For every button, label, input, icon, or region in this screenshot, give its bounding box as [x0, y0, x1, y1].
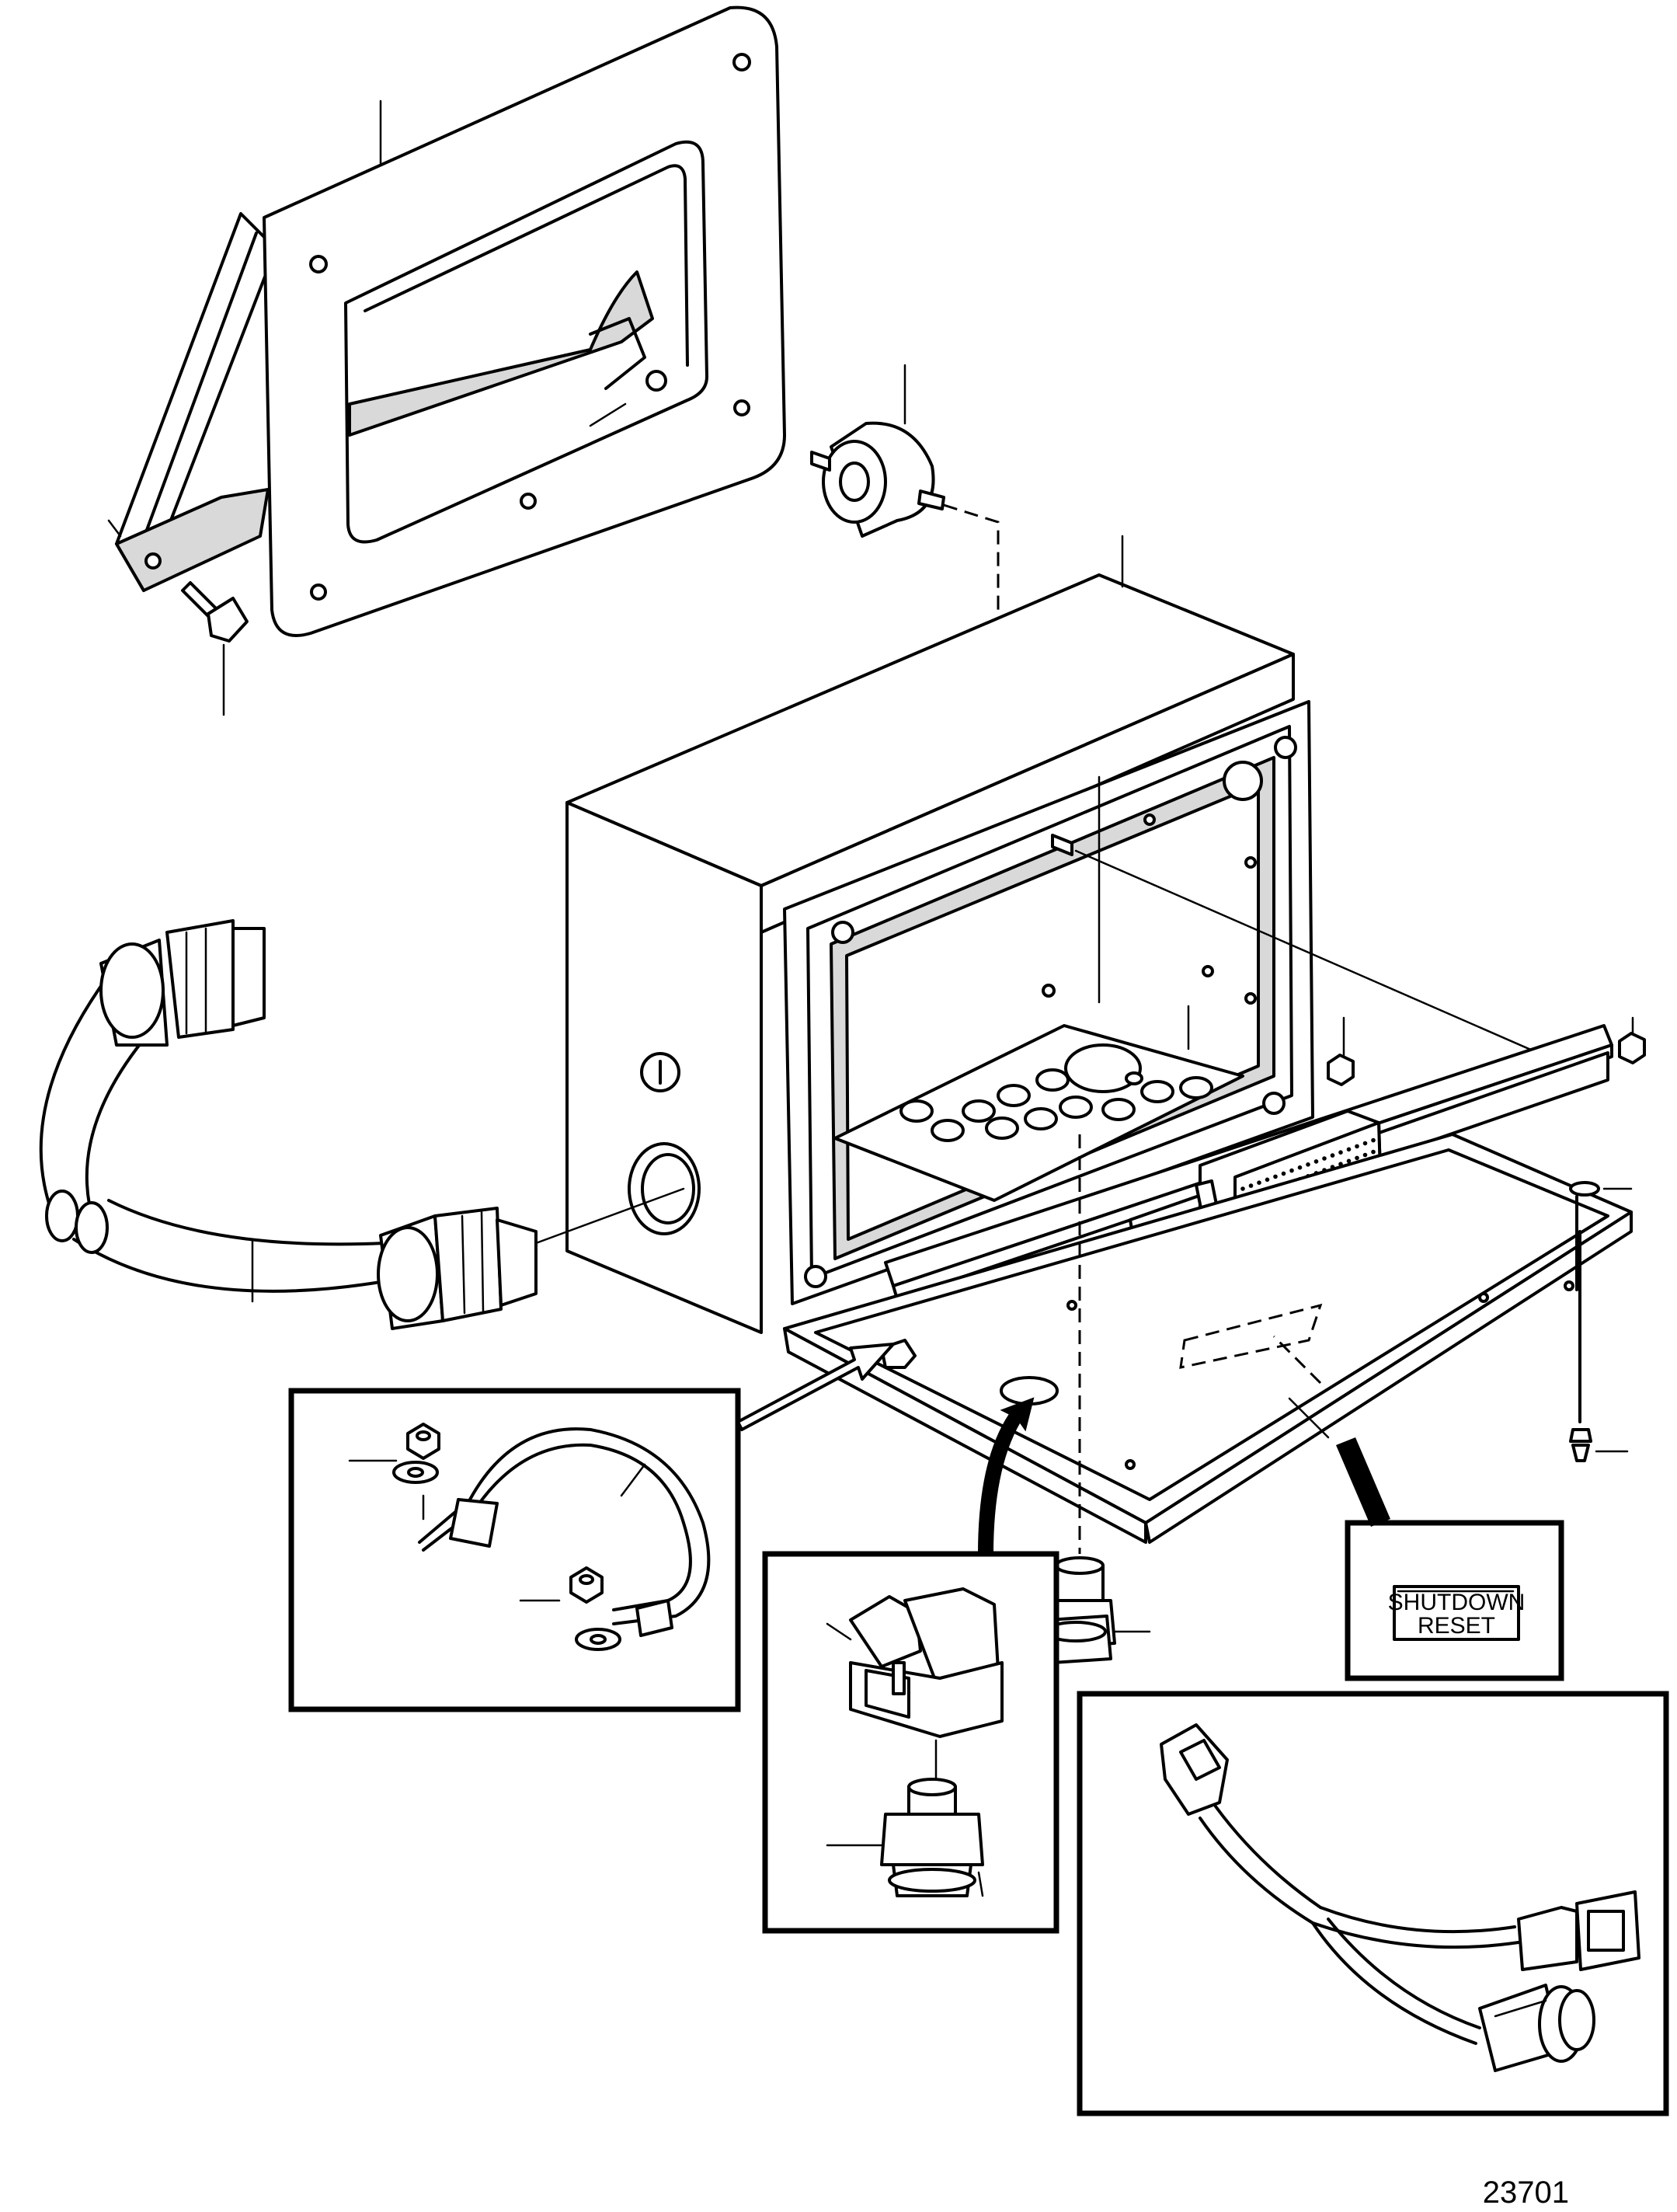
- terminal-dot: [1289, 1168, 1294, 1173]
- flexible-conduit: [39, 919, 685, 1330]
- bracket-holes: [144, 53, 751, 601]
- terminal-dot: [1240, 1186, 1245, 1191]
- terminal-dot: [1346, 1158, 1352, 1164]
- terminal-dot: [1306, 1162, 1310, 1167]
- terminal-dot: [1355, 1155, 1359, 1161]
- terminal-dot: [1265, 1177, 1270, 1183]
- decal-line1: SHUTDOWN: [1388, 1590, 1526, 1615]
- enclosure-box: [565, 535, 1602, 1334]
- decal-line2: RESET: [1418, 1613, 1495, 1639]
- spacer: [810, 364, 1000, 967]
- terminal-dot: [1362, 1152, 1368, 1158]
- gland-plate-holes: [899, 1043, 1213, 1142]
- terminal-dot: [1371, 1137, 1376, 1143]
- inset-switch: [762, 1397, 1059, 1934]
- lower-gland: [377, 1207, 538, 1330]
- figure-number: 23701: [1483, 2175, 1569, 2210]
- terminal-dot: [1322, 1156, 1327, 1161]
- terminal-dot: [1297, 1165, 1303, 1170]
- terminal-dot: [1257, 1180, 1261, 1185]
- enclosure-lid: [783, 1133, 1633, 1544]
- nut-washer-2: [569, 1566, 621, 1651]
- terminal-dot: [1281, 1171, 1286, 1176]
- terminal-dot: [1346, 1147, 1352, 1152]
- terminal-dot: [1313, 1159, 1319, 1164]
- terminal-dot: [1355, 1144, 1359, 1149]
- nut-washer-1: [392, 1423, 440, 1484]
- upper-gland: [99, 919, 266, 1047]
- terminal-dot: [1362, 1141, 1368, 1146]
- inset-ground-strap: [288, 1343, 895, 1712]
- rail-nuts: [1327, 1032, 1646, 1086]
- inset-wiring-harness: [1077, 1691, 1669, 2116]
- terminal-dot: [1273, 1174, 1278, 1179]
- terminal-dot: [1248, 1183, 1254, 1188]
- terminal-dot: [1338, 1150, 1343, 1155]
- terminal-dot: [1330, 1153, 1335, 1158]
- cable-gland: [1043, 1134, 1151, 1664]
- inset-decal: SHUTDOWN RESET: [1336, 1437, 1564, 1681]
- mounting-bracket: [107, 5, 786, 716]
- terminal-dot: [1371, 1149, 1376, 1155]
- bracket-screw: [181, 581, 249, 643]
